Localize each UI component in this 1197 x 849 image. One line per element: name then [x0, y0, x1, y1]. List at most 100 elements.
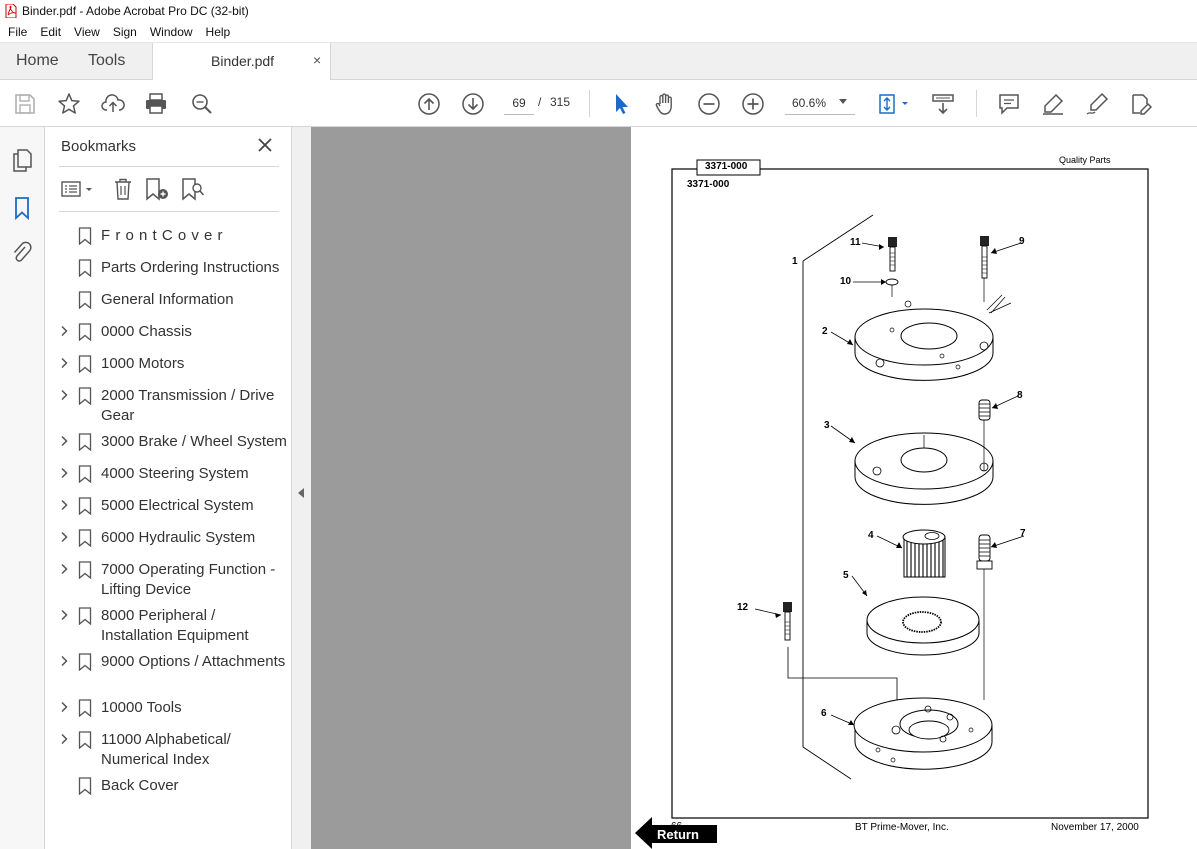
- bookmark-icon: [78, 227, 92, 245]
- page-number-input[interactable]: 69: [504, 91, 534, 115]
- chevron-right-icon[interactable]: [59, 701, 69, 713]
- highlight-pen-icon[interactable]: [1041, 92, 1065, 116]
- tab-document[interactable]: Binder.pdf ×: [152, 43, 331, 80]
- star-icon[interactable]: [57, 92, 81, 116]
- menu-sign[interactable]: Sign: [112, 25, 137, 39]
- bookmark-icon: [78, 291, 92, 309]
- part-label-7: 7: [1020, 528, 1026, 539]
- bookmark-icon: [78, 653, 92, 671]
- edit-pdf-icon[interactable]: [1129, 92, 1153, 116]
- bookmark-label: 4000 Steering System: [101, 465, 249, 482]
- bookmark-icon: [78, 387, 92, 405]
- part-label-6: 6: [821, 708, 827, 719]
- bookmark-label: Back Cover: [101, 777, 179, 794]
- hand-tool-icon[interactable]: [653, 92, 677, 116]
- zoom-dropdown[interactable]: 60.6%: [785, 91, 855, 115]
- chevron-right-icon[interactable]: [59, 325, 69, 337]
- zoom-value: 60.6%: [792, 96, 827, 110]
- close-tab-icon[interactable]: ×: [313, 52, 322, 68]
- chevron-right-icon[interactable]: [59, 609, 69, 621]
- page-total: 315: [550, 95, 571, 109]
- print-icon[interactable]: [144, 92, 168, 116]
- bookmark-label: 1000 Motors: [101, 355, 185, 372]
- page-separator: /: [538, 95, 542, 109]
- close-icon[interactable]: [255, 135, 275, 155]
- menu-window[interactable]: Window: [149, 25, 193, 39]
- chevron-right-icon[interactable]: [59, 655, 69, 667]
- zoom-out-icon[interactable]: [697, 92, 721, 116]
- part-label-10: 10: [840, 276, 852, 287]
- bookmarks-title: Bookmarks: [61, 138, 137, 155]
- sign-pen-icon[interactable]: [1085, 92, 1109, 116]
- navigation-rail: [0, 127, 45, 849]
- chevron-right-icon[interactable]: [59, 357, 69, 369]
- chevron-right-icon[interactable]: [59, 467, 69, 479]
- bookmark-icon: [78, 323, 92, 341]
- bookmark-icon: [78, 529, 92, 547]
- bookmark-search-icon[interactable]: [180, 177, 206, 201]
- page-thumbnails-icon[interactable]: [10, 148, 34, 172]
- footer-page-number: 66: [671, 821, 683, 832]
- tab-home[interactable]: Home: [16, 52, 59, 69]
- chevron-right-icon[interactable]: [59, 733, 69, 745]
- menu-file[interactable]: File: [8, 25, 28, 39]
- part-label-3: 3: [824, 420, 830, 431]
- chevron-right-icon[interactable]: [59, 389, 69, 401]
- part-label-1: 1: [792, 256, 798, 267]
- divider: [59, 166, 279, 167]
- save-icon[interactable]: [13, 92, 37, 116]
- chevron-right-icon[interactable]: [59, 563, 69, 575]
- part-label-4: 4: [868, 530, 874, 541]
- menu-view[interactable]: View: [74, 25, 100, 39]
- scroll-mode-icon[interactable]: [931, 92, 955, 116]
- bookmark-label: 8000 Peripheral / Installation Equipment: [101, 607, 249, 644]
- chevron-right-icon[interactable]: [59, 499, 69, 511]
- title-bar: Binder.pdf - Adobe Acrobat Pro DC (32-bi…: [0, 0, 1197, 22]
- zoom-in-icon[interactable]: [741, 92, 765, 116]
- chevron-right-icon[interactable]: [59, 531, 69, 543]
- attachment-icon[interactable]: [10, 241, 34, 265]
- bookmark-icon: [78, 465, 92, 483]
- bookmark-label: 2000 Transmission / Drive Gear: [101, 387, 275, 424]
- document-viewer[interactable]: Quality Parts: [311, 127, 1197, 849]
- chevron-right-icon[interactable]: [59, 435, 69, 447]
- collapse-arrow-icon[interactable]: [298, 488, 304, 498]
- sub-code: 3371-000: [687, 179, 730, 190]
- part-label-9: 9: [1019, 236, 1025, 247]
- bookmarks-panel: Bookmarks F r o n t C o v e r Parts Orde…: [45, 127, 292, 849]
- new-bookmark-icon[interactable]: [144, 177, 170, 201]
- select-cursor-icon[interactable]: [609, 92, 633, 116]
- parts-diagram: [635, 159, 1149, 849]
- return-button[interactable]: Return: [657, 827, 699, 842]
- bookmark-icon: [78, 259, 92, 277]
- bookmark-icon: [78, 497, 92, 515]
- menu-edit[interactable]: Edit: [40, 25, 62, 39]
- bookmark-label: 6000 Hydraulic System: [101, 529, 256, 546]
- fit-page-icon[interactable]: [876, 92, 912, 116]
- part-label-12: 12: [737, 602, 749, 613]
- tab-tools[interactable]: Tools: [88, 52, 126, 69]
- footer-date: November 17, 2000: [1051, 822, 1139, 833]
- delete-bookmark-icon[interactable]: [112, 177, 134, 201]
- bookmark-label: Parts Ordering Instructions: [101, 259, 280, 276]
- bookmark-panel-icon[interactable]: [10, 196, 34, 220]
- bookmark-icon: [78, 731, 92, 749]
- search-zoom-icon[interactable]: [190, 92, 214, 116]
- upload-cloud-icon[interactable]: [101, 92, 125, 116]
- bookmark-label: 9000 Options / Attachments: [101, 653, 286, 670]
- bookmark-label: 0000 Chassis: [101, 323, 192, 340]
- window-title: Binder.pdf - Adobe Acrobat Pro DC (32-bi…: [22, 4, 249, 18]
- menu-help[interactable]: Help: [205, 25, 231, 39]
- bookmark-icon: [78, 561, 92, 579]
- panel-collapse-bar[interactable]: [292, 127, 311, 849]
- toolbar: 69 / 315 60.6%: [0, 80, 1197, 127]
- next-page-icon[interactable]: [461, 92, 485, 116]
- menu-bar: File Edit View Sign Window Help: [0, 22, 1197, 43]
- bookmark-label: General Information: [101, 291, 234, 308]
- part-label-5: 5: [843, 570, 849, 581]
- divider: [59, 211, 279, 212]
- bookmark-options-icon[interactable]: [61, 177, 95, 201]
- comment-icon[interactable]: [997, 92, 1021, 116]
- previous-page-icon[interactable]: [417, 92, 441, 116]
- bookmark-label: 7000 Operating Function - Lifting Device: [101, 561, 276, 598]
